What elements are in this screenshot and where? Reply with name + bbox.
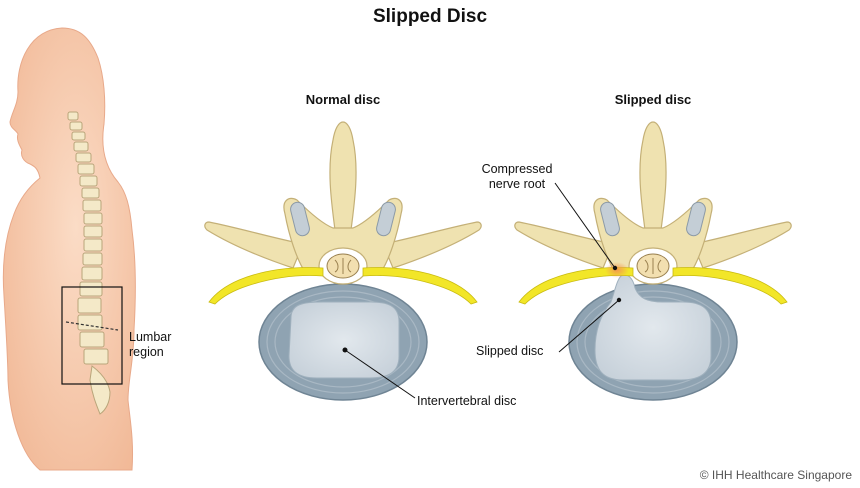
slipped-disc-label: Slipped disc bbox=[476, 344, 543, 359]
lumbar-label-line-1: Lumbar bbox=[129, 330, 171, 345]
compressed-label-line-2: nerve root bbox=[478, 177, 556, 192]
normal-disc-heading: Normal disc bbox=[263, 92, 423, 107]
compressed-label-line-1: Compressed bbox=[478, 162, 556, 177]
compressed-nerve-highlight bbox=[605, 262, 629, 278]
intervertebral-disc-label: Intervertebral disc bbox=[417, 394, 516, 409]
copyright-credit: © IHH Healthcare Singapore bbox=[700, 468, 852, 482]
lumbar-region-label: Lumbar region bbox=[129, 330, 171, 360]
slipped-disc-heading: Slipped disc bbox=[573, 92, 733, 107]
normal-disc-diagram bbox=[205, 122, 481, 400]
human-body-figure bbox=[3, 28, 135, 470]
disc-nucleus bbox=[289, 302, 399, 378]
compressed-nerve-root-label: Compressed nerve root bbox=[478, 162, 556, 192]
diagram-title: Slipped Disc bbox=[0, 6, 860, 28]
slipped-disc-diagram bbox=[515, 122, 791, 400]
lumbar-label-line-2: region bbox=[129, 345, 171, 360]
body-silhouette bbox=[3, 28, 135, 470]
